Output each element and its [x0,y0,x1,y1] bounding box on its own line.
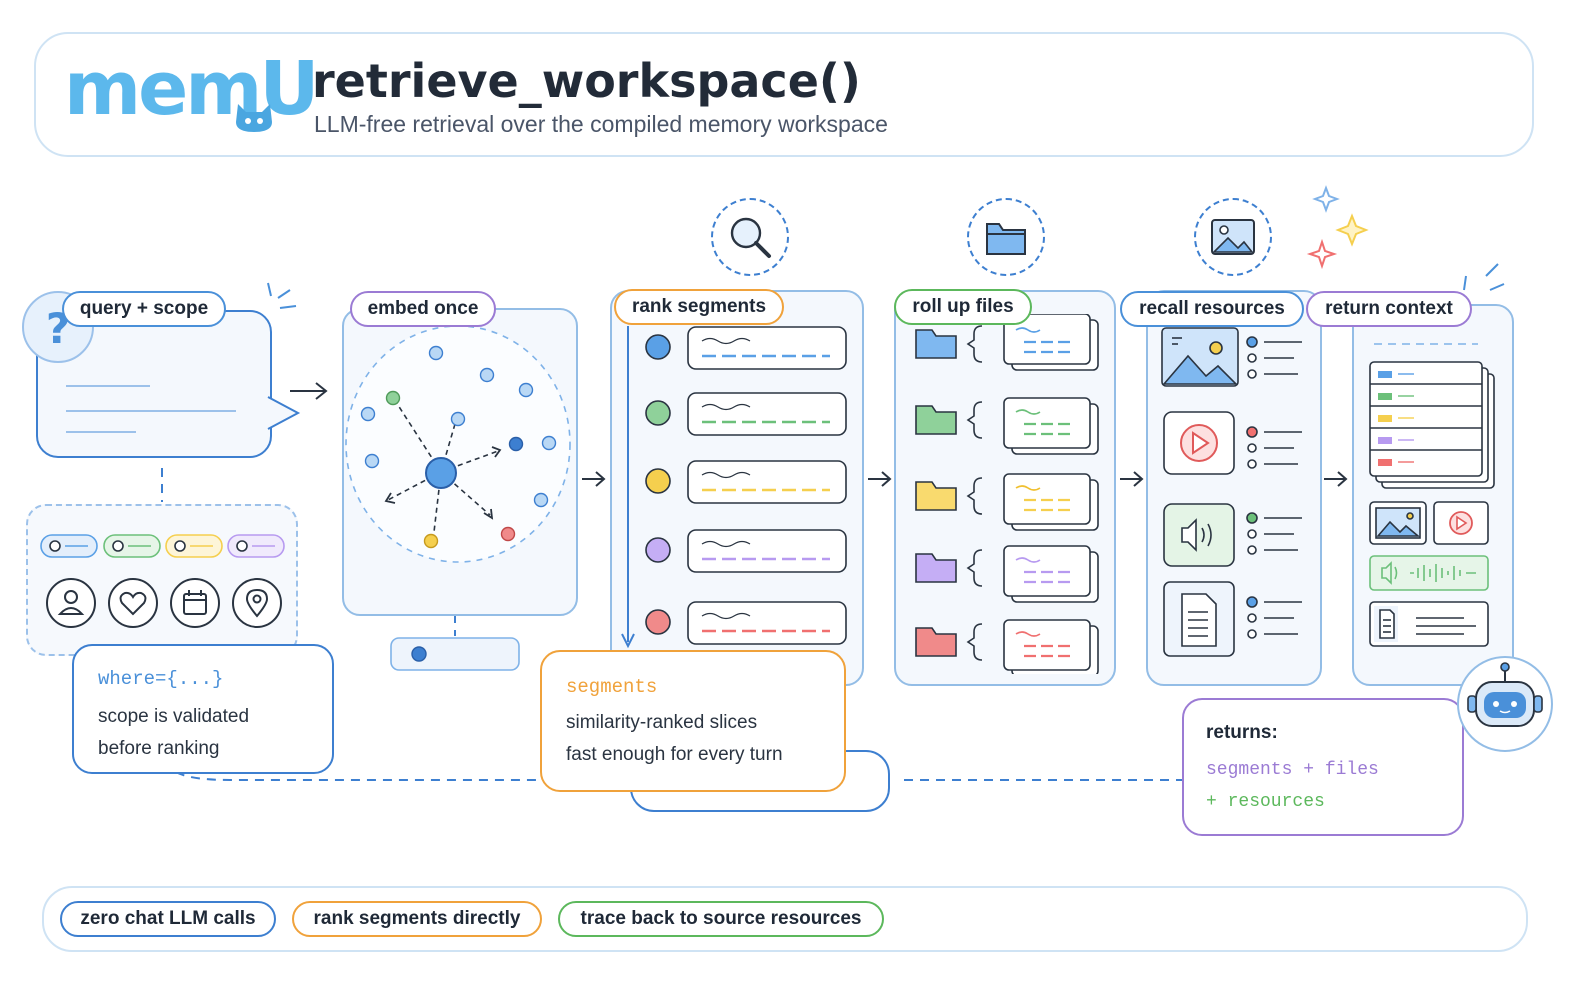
calendar-icon [170,578,220,628]
footer-bar [42,886,1528,952]
header-banner [34,32,1534,157]
search-icon [730,217,771,258]
returns-heading: returns: [1206,722,1278,743]
folder-rollup-list [915,314,1099,674]
spark-lines-decoration [267,282,297,309]
memu-logo: memU [64,46,319,132]
image-icon-badge [1194,198,1272,276]
bubble-tail [267,396,301,430]
cat-logo-icon [236,104,272,132]
robot-icon [1457,656,1553,752]
scope-line-1: scope is validated [98,706,250,727]
tag-rank-segments-directly: rank segments directly [292,901,542,937]
location-icon [232,578,282,628]
ranked-segment-list [621,326,847,649]
returns-callout: returns: segments + files + resources [1182,698,1464,836]
page-subtitle: LLM-free retrieval over the compiled mem… [314,111,888,137]
spark-lines-decoration-right [1463,263,1505,291]
heart-icon [108,578,158,628]
segments-code: segments [566,676,658,698]
sparkle-icon [1306,185,1369,270]
tag-zero-llm-calls: zero chat LLM calls [60,901,276,937]
step-roll-up-files: roll up files [894,289,1032,325]
step-query-scope: query + scope [62,291,226,327]
scope-callout: where={...} scope is validated before ra… [72,644,334,774]
context-stack [1369,343,1495,647]
embedding-space [345,325,571,563]
scope-code: where={...} [98,668,224,690]
image-icon [1211,219,1255,255]
query-text-lines [66,385,236,433]
step-rank-segments: rank segments [614,289,784,325]
folder-icon [986,223,1026,255]
folder-icon-badge [967,198,1045,276]
step-embed-once: embed once [350,291,496,327]
scope-line-2: before ranking [98,738,220,759]
page-title: retrieve_workspace() [312,54,861,108]
segments-line-1: similarity-ranked slices [566,712,758,733]
returns-code-2: + resources [1206,792,1325,812]
scope-toggle-row [40,534,285,558]
step-recall-resources: recall resources [1120,291,1304,327]
query-vector-chip [390,637,520,671]
segments-line-2: fast enough for every turn [566,744,783,765]
tag-trace-back-resources: trace back to source resources [558,901,884,937]
search-icon-badge [711,198,789,276]
resource-list [1161,327,1302,657]
step-return-context: return context [1306,291,1472,327]
segments-callout: segments similarity-ranked slices fast e… [540,650,846,792]
person-icon [46,578,96,628]
returns-code-1: segments + files [1206,760,1379,780]
